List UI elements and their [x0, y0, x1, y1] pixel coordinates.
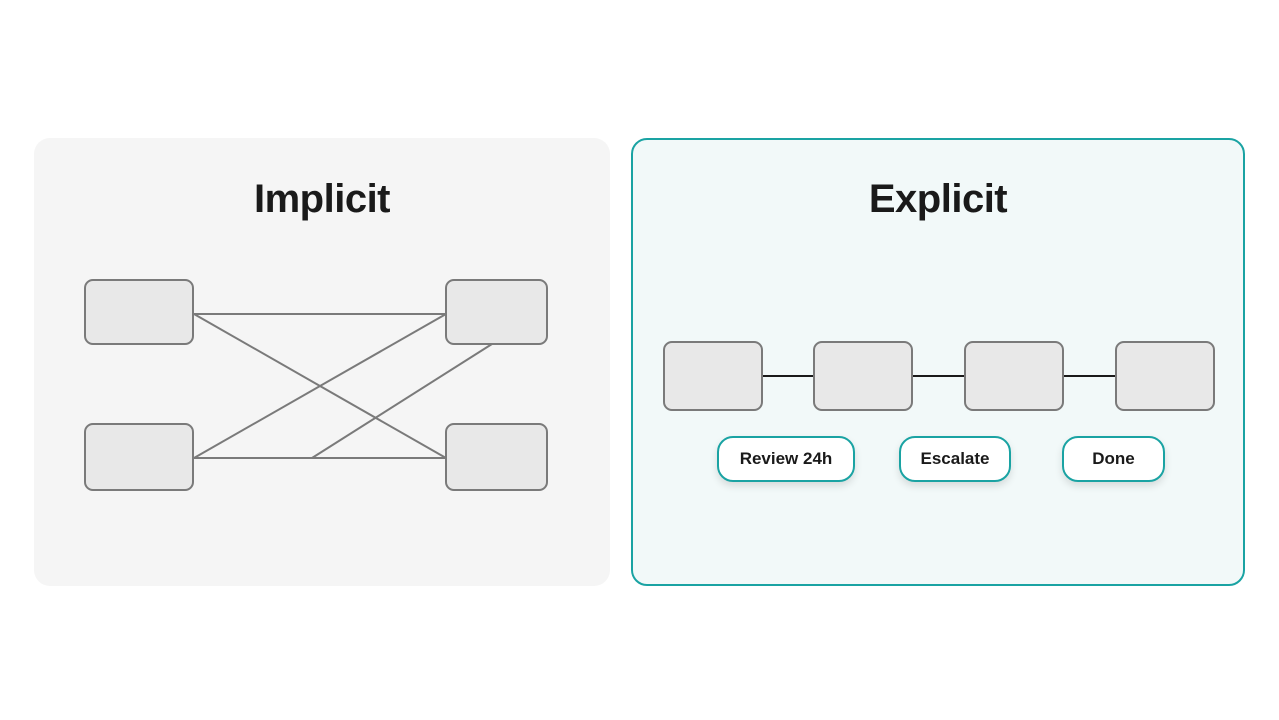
- explicit-node-2: [813, 341, 913, 411]
- chip-done: Done: [1062, 436, 1165, 482]
- implicit-node-top-left: [84, 279, 194, 345]
- implicit-edge-cross-up: [193, 313, 447, 459]
- explicit-node-3: [964, 341, 1064, 411]
- implicit-diagram: [84, 279, 548, 491]
- implicit-edge-diagonal: [311, 343, 493, 459]
- chip-review: Review 24h: [717, 436, 855, 482]
- explicit-node-1: [663, 341, 763, 411]
- implicit-node-bottom-left: [84, 423, 194, 491]
- implicit-title: Implicit: [253, 177, 391, 221]
- implicit-panel: Implicit: [34, 138, 610, 586]
- explicit-diagram: [663, 341, 1215, 411]
- implicit-node-top-right: [445, 279, 548, 345]
- chip-escalate: Escalate: [899, 436, 1011, 482]
- explicit-panel: Explicit Review 24h Escalate Done: [631, 138, 1245, 586]
- implicit-node-bottom-right: [445, 423, 548, 491]
- explicit-node-4: [1115, 341, 1215, 411]
- explicit-title: Explicit: [868, 177, 1008, 221]
